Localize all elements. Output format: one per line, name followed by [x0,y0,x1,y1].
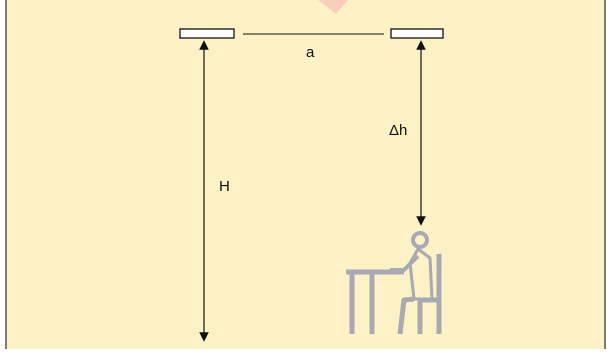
label-spacing-a: a [306,44,315,61]
lamp-left [179,28,235,39]
person-arm [390,254,420,272]
person-legs [397,296,415,335]
label-height-total: H [219,178,230,195]
person-head [411,231,429,249]
person-at-desk-figure [346,231,442,335]
label-height-delta: Δh [389,122,408,139]
background-panel [6,0,606,349]
lamp-right [390,28,444,39]
watermark-shape [318,0,348,14]
